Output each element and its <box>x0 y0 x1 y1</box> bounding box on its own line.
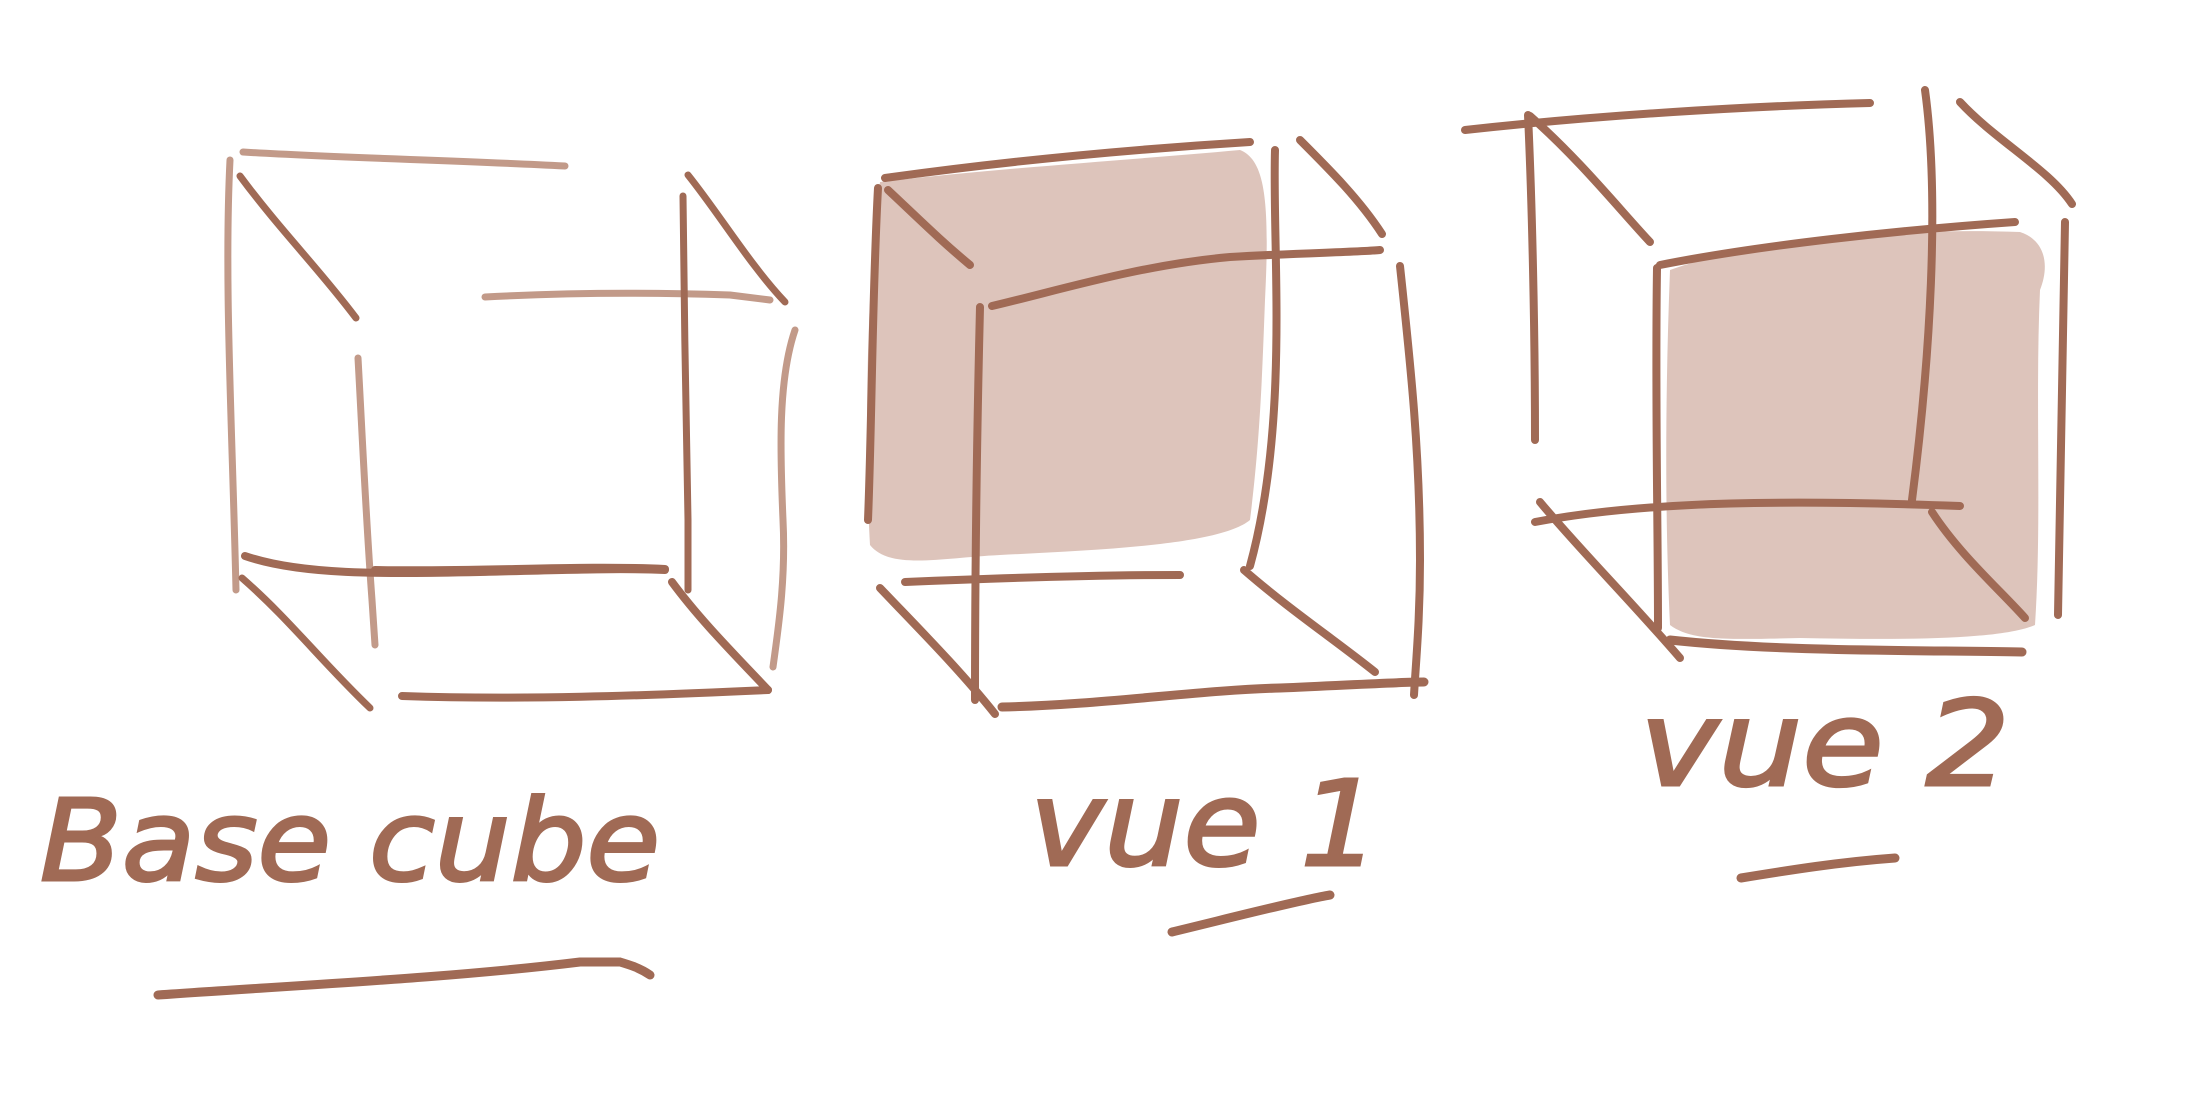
view1-back-left-edge <box>971 303 984 704</box>
base-cube-front-top-edge <box>239 148 569 170</box>
base-cube-back-left-edge <box>354 354 379 649</box>
view1-front-right-edge <box>1246 146 1281 570</box>
base-cube-diagonal-top-right <box>684 171 789 306</box>
caption-view1-underline <box>1167 890 1335 937</box>
view1-front-bottom-edge <box>901 571 1184 586</box>
view2-back-left-edge <box>1652 264 1662 632</box>
view1-shaded-face <box>867 150 1267 561</box>
view1-diagonal-bottom-right <box>1240 566 1379 676</box>
view2-back-right-edge <box>2054 218 2069 619</box>
caption-base-cube-text: Base cube <box>40 777 660 907</box>
base-cube-front-bottom-edge <box>241 552 669 578</box>
view2-back-top-edge <box>1656 218 2019 269</box>
base-cube-front-left-edge <box>224 156 240 594</box>
view1-front-left-edge <box>864 184 882 524</box>
caption-view1: vue 1 <box>1029 754 1382 937</box>
base-cube-diagonal-bottom-right <box>668 578 772 694</box>
caption-view1-text: vue 1 <box>1030 755 1380 893</box>
view2-diagonal-top-right <box>1956 98 2076 208</box>
view1-diagonal-top-right <box>1296 136 1386 238</box>
base-cube-diagonal-bottom-left <box>238 574 374 712</box>
base-cube-back-right-edge <box>679 192 692 594</box>
view1-back-right-edge <box>1396 262 1424 699</box>
view1-cube-drawing <box>864 136 1429 718</box>
view2-diagonal-bottom-left <box>1536 498 1684 662</box>
view2-cube-drawing <box>1461 86 2076 662</box>
base-cube-drawing <box>224 148 799 712</box>
view1-back-bottom-edge <box>997 677 1429 712</box>
view2-back-bottom-edge <box>1665 635 2027 657</box>
base-cube-back-top-edge <box>481 289 774 304</box>
caption-base-cube-underline <box>153 957 655 1000</box>
caption-view2-underline <box>1736 853 1900 883</box>
view1-front-top-edge <box>881 138 1254 182</box>
view1-diagonal-bottom-left <box>876 584 999 718</box>
base-cube-front-right-edge <box>769 326 799 671</box>
view2-diagonal-bottom-right <box>1928 508 2029 622</box>
base-cube-front-bottom-edge-lower <box>398 686 772 702</box>
view1-diagonal-top-left <box>884 186 974 269</box>
view2-front-bottom-edge <box>1531 498 1964 526</box>
view2-diagonal-top-left <box>1526 112 1654 246</box>
view2-front-top-edge <box>1461 99 1874 134</box>
view2-front-left-edge <box>1524 111 1539 444</box>
caption-base-cube: Base cube <box>39 776 662 1000</box>
view2-front-right-edge <box>1908 86 1937 504</box>
caption-view2: vue 2 <box>1639 674 2012 883</box>
base-cube-diagonal-top-left <box>236 172 360 322</box>
view1-back-top-edge <box>988 246 1384 310</box>
caption-view2-text: vue 2 <box>1640 675 2010 813</box>
